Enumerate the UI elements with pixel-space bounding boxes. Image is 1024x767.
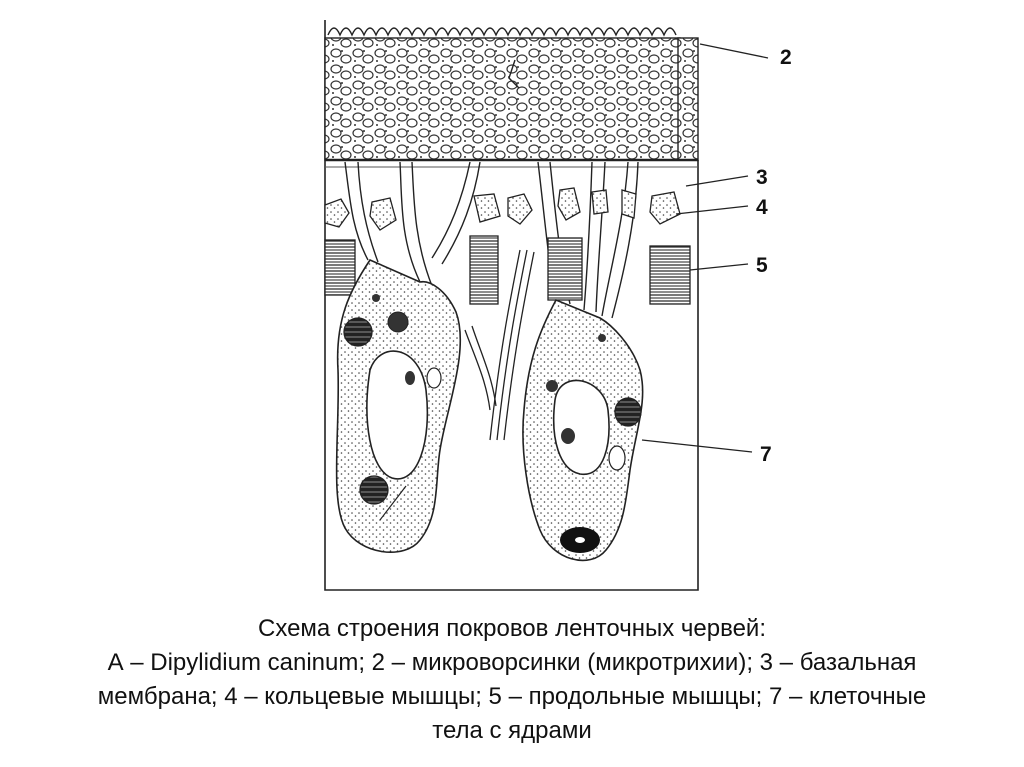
longitudinal-muscles — [324, 235, 691, 305]
label-4: 4 — [756, 196, 768, 219]
microvilli-fringe — [327, 27, 677, 37]
leader-lines — [641, 43, 769, 453]
caption-line-3: мембрана; 4 – кольцевые мышцы; 5 – продо… — [97, 683, 927, 710]
label-3: 3 — [756, 166, 768, 189]
tapeworm-tegument-diagram: 2 3 4 5 7 — [324, 20, 792, 591]
fiber-bundle — [464, 249, 535, 441]
caption-line-1: Схема строения покровов ленточных червей… — [258, 615, 766, 642]
tissue-frame — [324, 20, 699, 591]
circular-muscles — [324, 187, 681, 231]
figure-caption: Схема строения покровов ленточных червей… — [0, 612, 1024, 748]
cytoplasmic-strands — [344, 161, 639, 319]
label-7: 7 — [760, 443, 772, 466]
cell-body-right — [522, 298, 644, 562]
label-2: 2 — [780, 46, 792, 69]
diagram-labels: 2 3 4 5 7 — [756, 46, 792, 466]
tegument-cytoplasm-layer — [324, 37, 699, 162]
caption-line-2: А – Dipylidium caninum; 2 – микроворсинк… — [107, 649, 917, 676]
caption-line-4: тела с ядрами — [432, 717, 592, 744]
cell-body-left — [335, 258, 462, 553]
label-5: 5 — [756, 254, 768, 277]
